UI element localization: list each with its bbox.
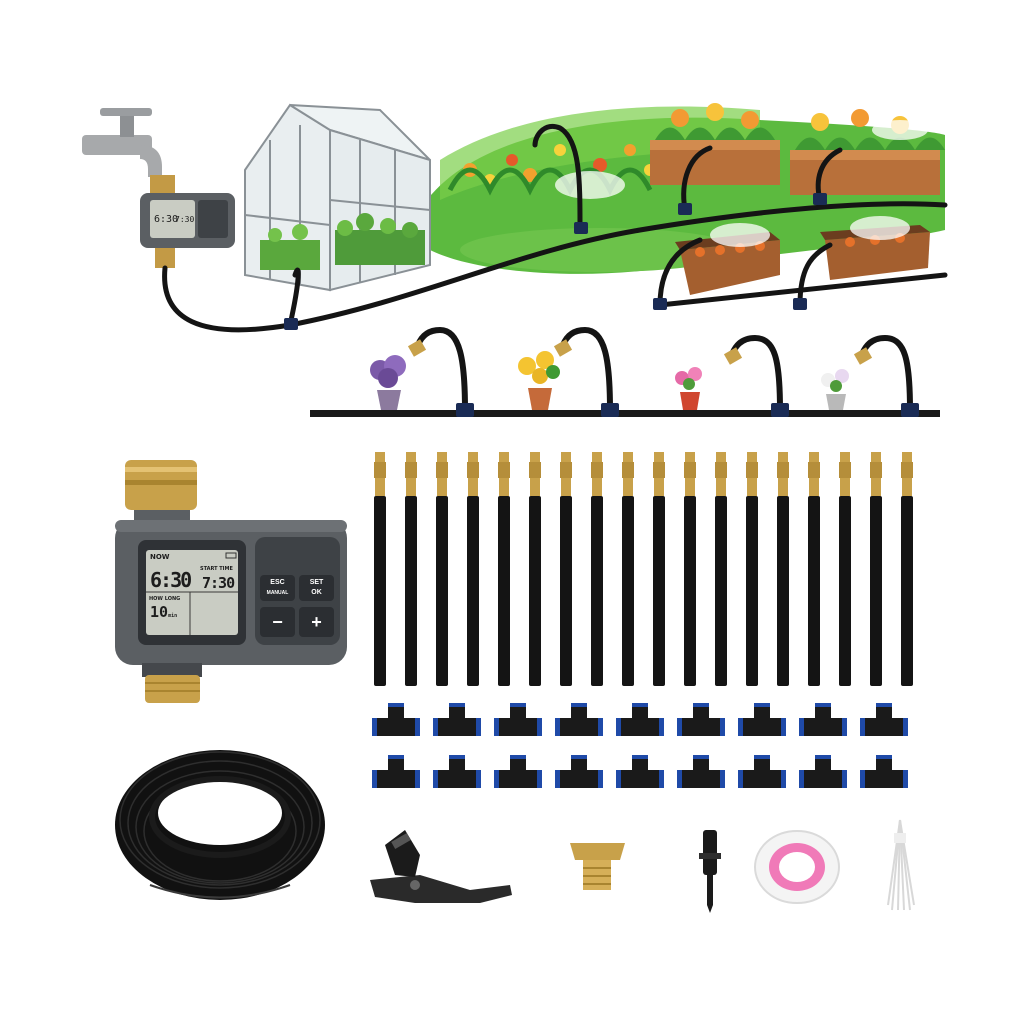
tee-connector [553,752,605,792]
misting-tube [403,450,419,690]
tee-connector [736,700,788,740]
esc-manual-button[interactable]: ESC MANUAL [260,575,295,601]
misting-tube-set [360,450,930,690]
misting-tube [868,450,884,690]
lcd-start-time-label: START TIME [200,566,233,572]
teflon-tape-icon [750,822,845,907]
misting-tube [465,450,481,690]
tee-connector [553,700,605,740]
lcd-duration-unit: min [168,613,178,619]
tee-connector [370,752,422,792]
tee-connector-set [370,700,930,795]
tee-connector [614,700,666,740]
timer-small [140,175,235,268]
misting-tube [651,450,667,690]
tee-connector [675,752,727,792]
tee-connector [736,752,788,792]
tee-connector [614,752,666,792]
tubing-coil [110,735,330,910]
ok-label: OK [311,589,322,596]
misting-tube [682,450,698,690]
cable-ties-icon [878,815,923,915]
misting-tube [837,450,853,690]
misting-tube [744,450,760,690]
misting-tube [806,450,822,690]
tee-connector [370,700,422,740]
timer-small-time-right: 7:30 [175,215,194,224]
tee-connector [431,752,483,792]
lcd-duration: 10min [150,603,177,621]
misting-tube [527,450,543,690]
greenhouse-plants [260,213,425,270]
tube-cutter-icon [360,825,520,910]
tee-connector [797,752,849,792]
lcd-now-label: NOW [150,553,170,561]
set-ok-button[interactable]: SET OK [299,575,334,601]
esc-label: ESC [270,579,285,586]
timer-small-time-left: 6:30 [154,214,178,225]
misting-tube [372,450,388,690]
raised-bed-top [650,103,945,195]
misting-tube [620,450,636,690]
set-label: SET [309,579,324,586]
misting-tube [713,450,729,690]
misting-tube [496,450,512,690]
misting-tube [434,450,450,690]
tee-connector [431,700,483,740]
potted-flower [821,369,849,410]
tee-connector [492,752,544,792]
tee-connector [858,700,910,740]
misting-tube [558,450,574,690]
tee-connector [675,700,727,740]
potted-flower [675,367,702,410]
demo-tube-row [310,326,940,417]
lcd-how-long-label: HOW LONG [149,596,181,602]
lcd-duration-value: 10 [150,603,169,621]
tee-connector [858,752,910,792]
misting-tube [899,450,915,690]
garden-scene: 6:30 7:30 [0,0,1024,440]
minus-button[interactable]: − [272,612,283,632]
tee-connector [492,700,544,740]
brass-adapter-icon [565,835,630,895]
lcd-start-time: 7:30 [202,574,235,592]
potted-flower [370,355,406,410]
plus-button[interactable]: + [311,612,322,632]
misting-tube [775,450,791,690]
lcd-now-time: 6:30 [150,568,192,592]
misting-tube [589,450,605,690]
manual-label: MANUAL [266,590,289,596]
main-tubing [162,124,948,333]
potted-flower [518,351,560,410]
hole-punch-tool-icon [695,825,725,915]
faucet-icon [82,108,162,177]
tee-connector [797,700,849,740]
water-timer [110,455,350,705]
